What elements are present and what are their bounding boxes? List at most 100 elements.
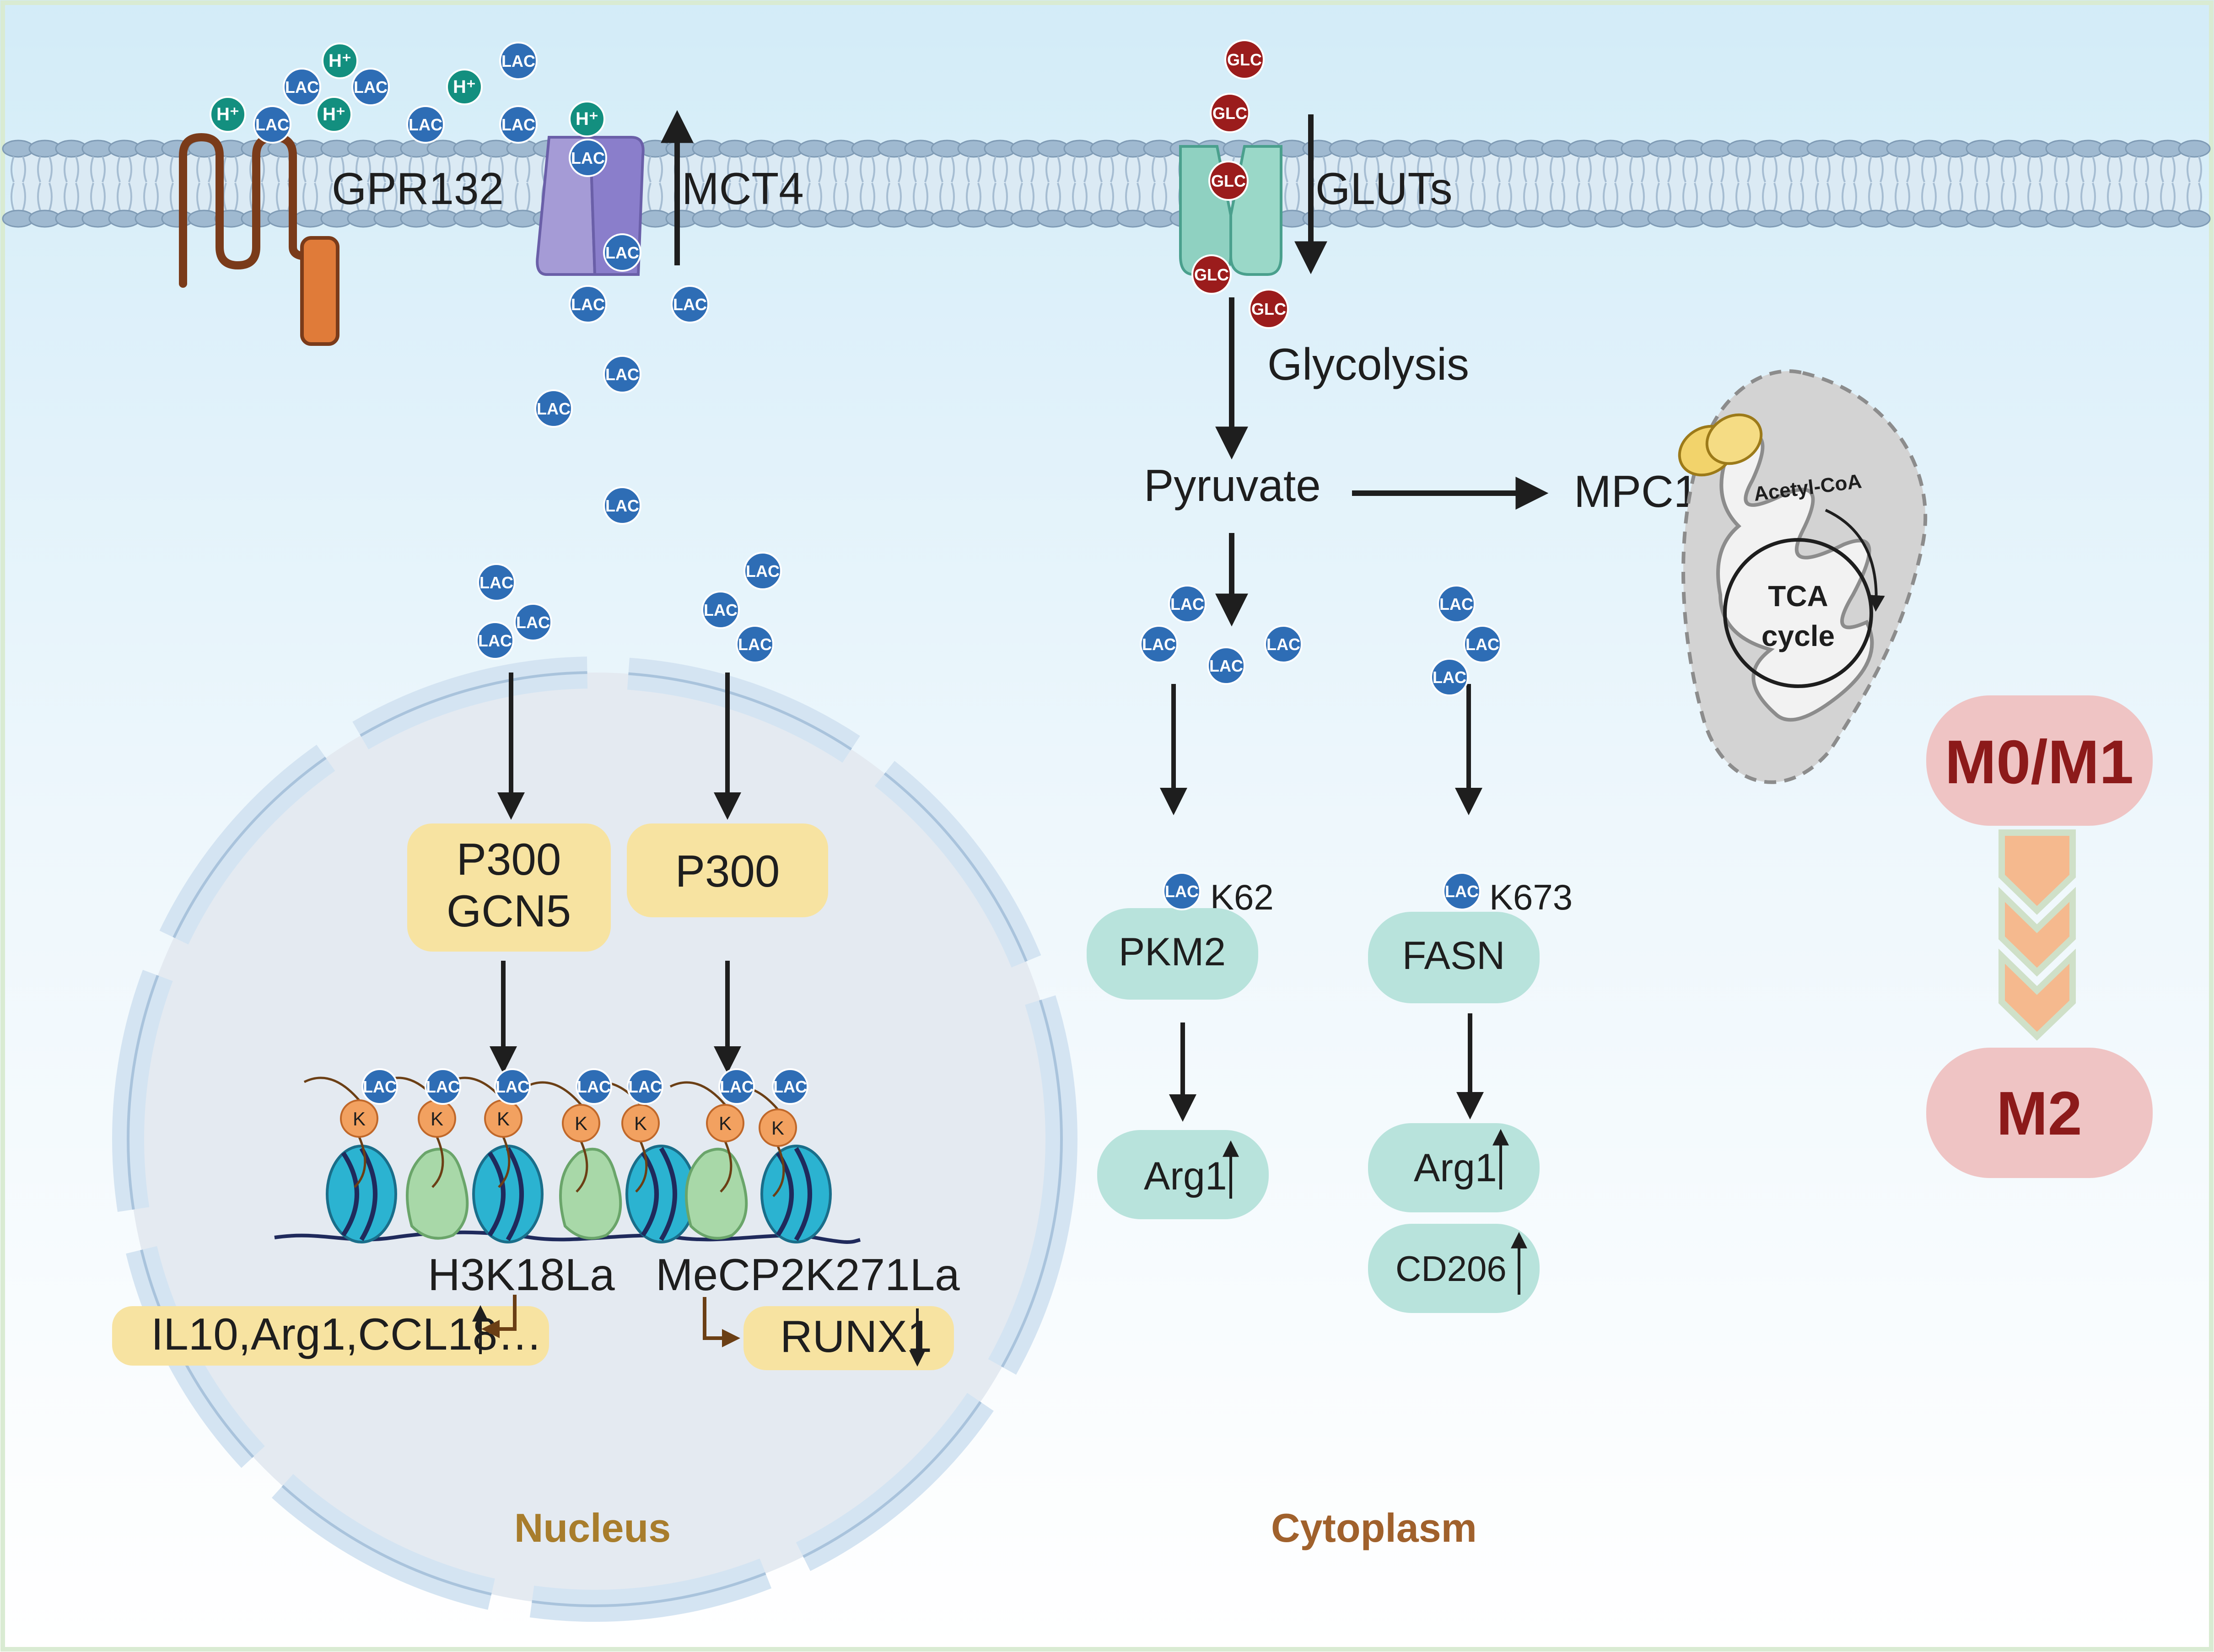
fasn-label: FASN bbox=[1402, 934, 1505, 978]
upregulated-genes-label: IL10,Arg1,CCL18… bbox=[151, 1309, 542, 1359]
lac-molecule: LAC bbox=[477, 563, 516, 602]
lac-molecule: LAC bbox=[1163, 872, 1201, 910]
lac-molecule: LAC bbox=[569, 139, 607, 177]
m2-label: M2 bbox=[1996, 1079, 2082, 1148]
runx1-label: RUNX1 bbox=[780, 1311, 932, 1361]
lac-molecule: LAC bbox=[603, 233, 641, 272]
svg-text:LAC: LAC bbox=[704, 601, 738, 619]
svg-text:GLC: GLC bbox=[1211, 172, 1246, 190]
hplus-molecule: H⁺ bbox=[316, 96, 352, 133]
svg-text:LAC: LAC bbox=[516, 613, 550, 632]
svg-text:K: K bbox=[353, 1108, 366, 1130]
glc-molecule: GLC bbox=[1249, 289, 1289, 329]
chromatin-protein bbox=[406, 1147, 469, 1240]
lac-molecule: LAC bbox=[576, 1068, 612, 1105]
mecp2-to-runx1-arrow bbox=[703, 1297, 740, 1347]
mct4-label: MCT4 bbox=[682, 163, 804, 214]
pkm2-box bbox=[1087, 908, 1258, 1000]
tca-line2: cycle bbox=[1762, 619, 1835, 652]
lysine-residue: K bbox=[621, 1104, 660, 1142]
lac-molecule: LAC bbox=[361, 1068, 398, 1105]
m2-state bbox=[1926, 1048, 2153, 1178]
svg-text:LAC: LAC bbox=[1433, 668, 1466, 687]
lac-molecule: LAC bbox=[1430, 658, 1469, 696]
glc-molecule: GLC bbox=[1191, 254, 1232, 295]
svg-text:LAC: LAC bbox=[571, 295, 605, 314]
mecp2k271la-label: MeCP2K271La bbox=[656, 1249, 960, 1300]
gpr132-label: GPR132 bbox=[332, 163, 504, 214]
lac-molecule: LAC bbox=[718, 1068, 755, 1105]
svg-text:GLC: GLC bbox=[1212, 104, 1247, 123]
lac-molecule: LAC bbox=[253, 105, 291, 144]
pkm2-arg1-label: Arg1 bbox=[1144, 1154, 1227, 1198]
glycolysis-label: Glycolysis bbox=[1267, 339, 1469, 389]
polarization-chevrons bbox=[1999, 829, 2076, 1041]
svg-text:LAC: LAC bbox=[628, 1077, 662, 1096]
tca-line1: TCA bbox=[1768, 580, 1828, 613]
svg-text:LAC: LAC bbox=[746, 562, 780, 581]
svg-text:GLC: GLC bbox=[1227, 50, 1262, 69]
lac-molecule: LAC bbox=[671, 285, 709, 323]
lac-molecule: LAC bbox=[283, 68, 321, 106]
cd206-label: CD206 bbox=[1395, 1248, 1507, 1289]
hplus-molecule: H⁺ bbox=[446, 69, 483, 105]
p300-box bbox=[627, 823, 828, 917]
svg-text:LAC: LAC bbox=[773, 1077, 807, 1096]
lac-molecule: LAC bbox=[1264, 625, 1303, 663]
m0-m1-label: M0/M1 bbox=[1945, 727, 2134, 796]
svg-text:LAC: LAC bbox=[605, 496, 639, 515]
svg-text:LAC: LAC bbox=[720, 1077, 754, 1096]
svg-text:LAC: LAC bbox=[577, 1077, 611, 1096]
lac-molecule: LAC bbox=[499, 105, 538, 144]
lac-molecule: LAC bbox=[772, 1068, 808, 1105]
lac-molecule: LAC bbox=[1140, 625, 1178, 663]
lysine-residue: K bbox=[484, 1099, 523, 1138]
lac-molecule: LAC bbox=[351, 68, 390, 106]
mpc1-label: MPC1 bbox=[1574, 466, 1698, 517]
svg-text:LAC: LAC bbox=[605, 243, 639, 262]
m0-m1-state bbox=[1926, 695, 2153, 826]
lac-molecule: LAC bbox=[494, 1068, 531, 1105]
chromatin-protein bbox=[685, 1147, 748, 1240]
svg-text:K: K bbox=[497, 1108, 510, 1130]
lac-molecule: LAC bbox=[1168, 585, 1207, 623]
svg-text:LAC: LAC bbox=[1465, 635, 1499, 654]
nucleosome bbox=[760, 1145, 832, 1243]
lysine-residue: K bbox=[706, 1104, 744, 1142]
p300-gcn5-line1: P300 bbox=[457, 834, 561, 884]
svg-text:K: K bbox=[719, 1113, 732, 1134]
lac-molecule: LAC bbox=[743, 552, 782, 590]
lysine-residue: K bbox=[340, 1099, 378, 1138]
p300-gcn5-line2: GCN5 bbox=[447, 886, 571, 936]
svg-text:LAC: LAC bbox=[571, 149, 605, 167]
fasn-box bbox=[1368, 912, 1540, 1003]
svg-text:K: K bbox=[575, 1113, 587, 1134]
svg-text:LAC: LAC bbox=[354, 78, 388, 97]
nucleus-envelope bbox=[112, 656, 1077, 1622]
lysine-residue: K bbox=[418, 1099, 456, 1138]
p300-gcn5-box bbox=[407, 823, 611, 952]
lac-molecule: LAC bbox=[425, 1068, 461, 1105]
svg-text:GLC: GLC bbox=[1194, 265, 1229, 284]
h3k18la-to-genes-arrow bbox=[481, 1295, 517, 1338]
lac-molecule: LAC bbox=[701, 591, 740, 629]
svg-text:LAC: LAC bbox=[1165, 882, 1199, 901]
tca-cycle-ring bbox=[1723, 538, 1873, 688]
fasn-arg1-label: Arg1 bbox=[1414, 1146, 1497, 1190]
lac-molecule: LAC bbox=[1437, 585, 1476, 623]
svg-text:LAC: LAC bbox=[1439, 595, 1473, 613]
svg-text:H⁺: H⁺ bbox=[329, 51, 351, 71]
svg-text:LAC: LAC bbox=[409, 115, 442, 134]
upregulated-genes-box bbox=[112, 1306, 549, 1366]
svg-text:LAC: LAC bbox=[426, 1077, 460, 1096]
p300-label: P300 bbox=[675, 846, 780, 896]
lac-molecule: LAC bbox=[1443, 872, 1481, 910]
nucleosome bbox=[472, 1145, 544, 1243]
cytoplasm-title: Cytoplasm bbox=[1271, 1505, 1477, 1550]
lac-molecule: LAC bbox=[406, 105, 445, 144]
glc-molecule: GLC bbox=[1224, 39, 1265, 80]
mitochondrion bbox=[1681, 369, 1928, 784]
